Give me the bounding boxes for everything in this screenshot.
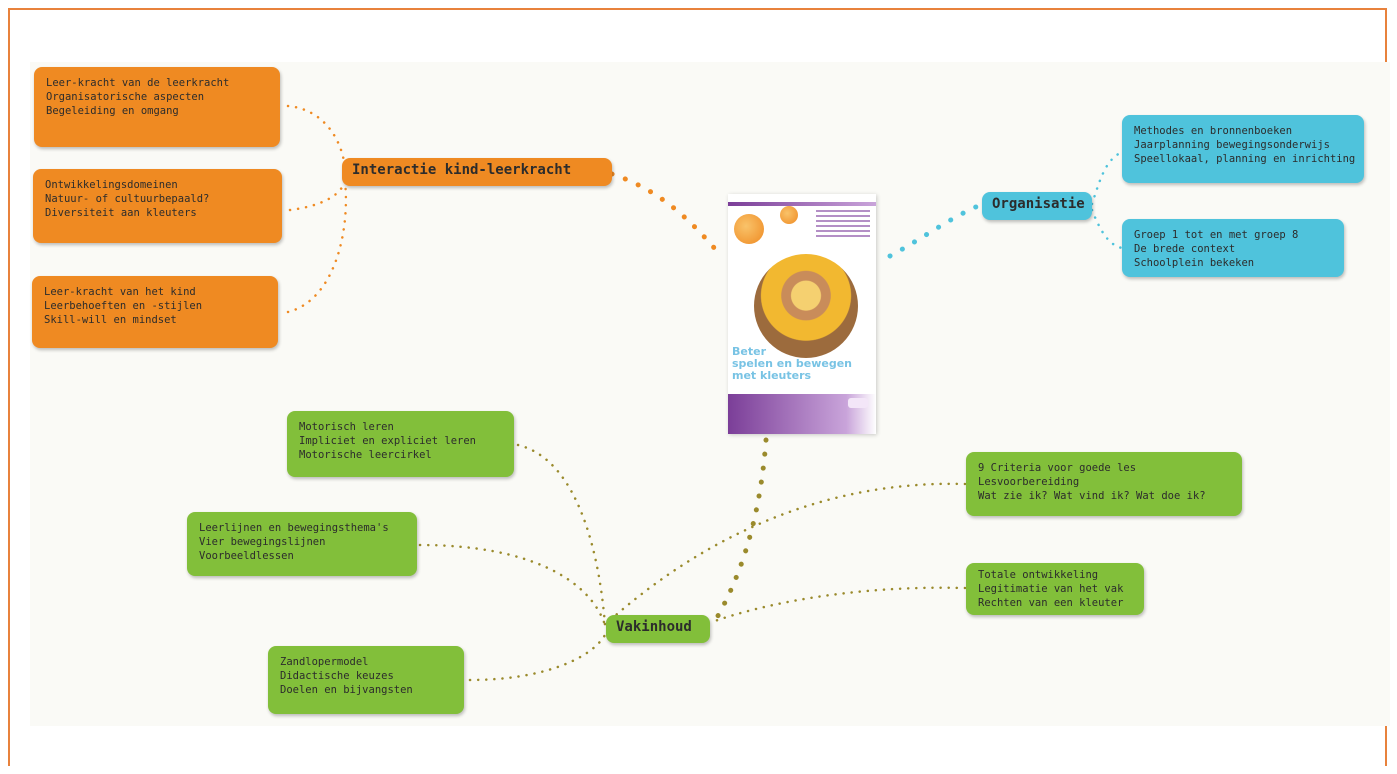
- node-line: Doelen en bijvangsten: [280, 684, 413, 696]
- node-line: Rechten van een kleuter: [978, 597, 1124, 609]
- node-line: Skill-will en mindset: [44, 314, 177, 326]
- node-line: Begeleiding en omgang: [46, 105, 179, 117]
- node-line: Vier bewegingslijnen: [199, 536, 326, 548]
- cover-photo-child: [754, 254, 858, 358]
- node-methodes[interactable]: Methodes en bronnenboeken Jaarplanning b…: [1122, 115, 1364, 183]
- node-line: Leer-kracht van de leerkracht: [46, 77, 230, 89]
- cover-logo-icon: [848, 398, 868, 408]
- node-line: Totale ontwikkeling: [978, 569, 1099, 581]
- link-olive-2: [418, 543, 607, 627]
- link-orange-main: [609, 171, 719, 253]
- node-line: Groep 1 tot en met groep 8: [1134, 229, 1299, 241]
- node-line: Natuur- of cultuurbepaald?: [45, 193, 210, 205]
- node-groep[interactable]: Groep 1 tot en met groep 8 De brede cont…: [1122, 219, 1344, 277]
- node-line: Zandlopermodel: [280, 656, 369, 668]
- node-line: Motorisch leren: [299, 421, 394, 433]
- cover-title-line: Beter: [732, 345, 766, 358]
- node-line: 9 Criteria voor goede les: [978, 462, 1137, 474]
- node-line: Leerlijnen en bewegingsthema's: [199, 522, 389, 534]
- node-line: Speellokaal, planning en inrichting: [1134, 153, 1356, 165]
- node-ontwikkeling[interactable]: Totale ontwikkeling Legitimatie van het …: [966, 563, 1144, 615]
- node-criteria[interactable]: 9 Criteria voor goede les Lesvoorbereidi…: [966, 452, 1242, 516]
- node-line: Diversiteit aan kleuters: [45, 207, 197, 219]
- node-line: Voorbeeldlessen: [199, 550, 294, 562]
- node-line: Ontwikkelingsdomeinen: [45, 179, 178, 191]
- node-line: Jaarplanning bewegingsonderwijs: [1134, 139, 1330, 151]
- node-line: Motorische leercirkel: [299, 449, 432, 461]
- link-olive-1: [516, 443, 607, 627]
- node-line: Legitimatie van het vak: [978, 583, 1124, 595]
- link-cyan-1: [1090, 150, 1124, 206]
- hub-vakinhoud[interactable]: Vakinhoud: [606, 615, 710, 643]
- cover-circle-orange-small: [780, 206, 798, 224]
- node-line: Wat zie ik? Wat vind ik? Wat doe ik?: [978, 490, 1206, 502]
- cover-title: Beter spelen en bewegen met kleuters: [732, 346, 872, 382]
- cover-circle-orange-large: [734, 214, 764, 244]
- link-orange-3: [286, 180, 348, 314]
- book-cover-image: Beter spelen en bewegen met kleuters: [728, 194, 876, 434]
- node-line: Leer-kracht van het kind: [44, 286, 196, 298]
- node-line: Methodes en bronnenboeken: [1134, 125, 1293, 137]
- link-olive-5: [710, 586, 967, 624]
- link-olive-main: [709, 437, 769, 629]
- cover-band: [728, 202, 876, 206]
- cover-author-list: [816, 210, 870, 240]
- node-kind[interactable]: Leer-kracht van het kind Leerbehoeften e…: [32, 276, 278, 348]
- cover-title-line: met kleuters: [732, 369, 812, 382]
- link-olive-4: [606, 482, 967, 624]
- link-olive-3: [468, 633, 607, 682]
- link-cyan-main: [887, 203, 981, 259]
- cover-title-line: spelen en bewegen: [732, 357, 853, 370]
- node-line: Lesvoorbereiding: [978, 476, 1080, 488]
- node-line: Leerbehoeften en -stijlen: [44, 300, 203, 312]
- node-line: Organisatorische aspecten: [46, 91, 205, 103]
- node-zandloper[interactable]: Zandlopermodel Didactische keuzes Doelen…: [268, 646, 464, 714]
- node-ontwikkelingsdomeinen[interactable]: Ontwikkelingsdomeinen Natuur- of cultuur…: [33, 169, 282, 243]
- hub-interactie[interactable]: Interactie kind-leerkracht: [342, 158, 612, 186]
- node-leerkracht[interactable]: Leer-kracht van de leerkracht Organisato…: [34, 67, 280, 147]
- link-cyan-2: [1090, 208, 1124, 250]
- link-orange-1: [286, 104, 347, 174]
- node-line: Impliciet en expliciet leren: [299, 435, 477, 447]
- node-line: Schoolplein bekeken: [1134, 257, 1255, 269]
- link-orange-2: [288, 176, 347, 212]
- node-leerlijnen[interactable]: Leerlijnen en bewegingsthema's Vier bewe…: [187, 512, 417, 576]
- hub-organisatie[interactable]: Organisatie: [982, 192, 1092, 220]
- node-motorisch[interactable]: Motorisch leren Impliciet en expliciet l…: [287, 411, 514, 477]
- node-line: Didactische keuzes: [280, 670, 394, 682]
- node-line: De brede context: [1134, 243, 1236, 255]
